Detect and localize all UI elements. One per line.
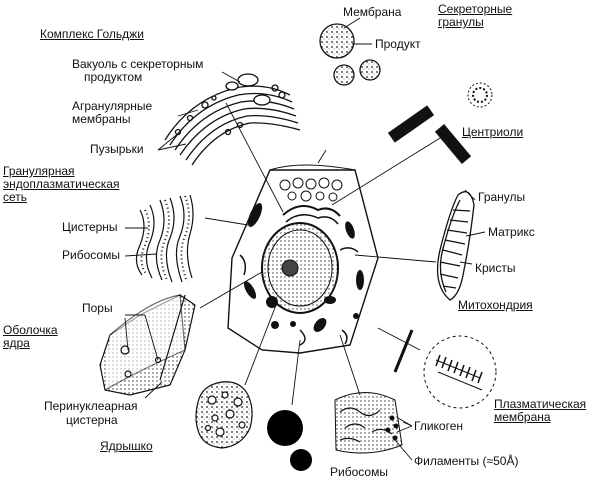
- label-filaments: Филаменты (≈50Å): [414, 454, 519, 468]
- heading-er-2: эндоплазматическая: [3, 177, 120, 191]
- label-ribosomes: Рибосомы: [330, 465, 388, 479]
- label-pores: Поры: [82, 301, 113, 315]
- label-glycogen: Гликоген: [414, 419, 464, 433]
- heading-mitochondria: Митохондрия: [458, 298, 533, 312]
- label-membrane: Мембрана: [343, 5, 402, 19]
- plasma-membrane-illustration: [393, 329, 497, 409]
- heading-nuclear-envelope-2: ядра: [3, 336, 30, 350]
- label-perinuclear-1: Перинуклеарная: [44, 399, 138, 413]
- heading-centrioles: Центриоли: [462, 125, 524, 139]
- heading-er-1: Гранулярная: [3, 164, 75, 178]
- label-product: Продукт: [375, 37, 421, 51]
- er-illustration: [135, 194, 194, 283]
- label-agranular-1: Агранулярные: [72, 99, 153, 113]
- large-ribosomes: [267, 410, 312, 471]
- label-ribosomes-er: Рибосомы: [62, 248, 120, 262]
- label-vacuole-2: продуктом: [84, 70, 143, 84]
- label-cisterns: Цистерны: [62, 220, 118, 234]
- cell-granules: [279, 177, 343, 202]
- label-matrix: Матрикс: [488, 225, 535, 239]
- heading-secretory-1: Секреторные: [438, 2, 513, 16]
- heading-plasma-membrane-1: Плазматическая: [494, 397, 587, 411]
- label-agranular-2: мембраны: [72, 112, 131, 126]
- heading-nuclear-envelope-1: Оболочка: [3, 323, 58, 337]
- label-vacuole-1: Вакуоль с секреторным: [72, 57, 204, 71]
- label-perinuclear-2: цистерна: [66, 413, 118, 427]
- heading-plasma-membrane-2: мембрана: [494, 410, 551, 424]
- glycogen-illustration: [334, 392, 403, 454]
- label-granules: Гранулы: [478, 190, 526, 204]
- cell-organelles: [243, 203, 364, 332]
- nucleolus-illustration: [195, 381, 253, 449]
- nuclear-envelope-illustration: [99, 294, 196, 396]
- golgi-illustration: [164, 73, 301, 166]
- centrioles-illustration: [387, 82, 493, 164]
- cell-nucleus: [261, 222, 339, 314]
- heading-nucleolus: Ядрышко: [100, 439, 153, 453]
- leader-lines: [124, 17, 486, 461]
- secretory-granules-illustration: [319, 23, 381, 86]
- heading-secretory-2: гранулы: [438, 15, 484, 29]
- label-vesicles: Пузырьки: [90, 142, 144, 156]
- mitochondrion-illustration: [436, 191, 475, 301]
- heading-er-3: сеть: [3, 190, 28, 204]
- label-cristae: Кристы: [475, 261, 516, 275]
- central-cell: [227, 164, 379, 354]
- heading-golgi: Комплекс Гольджи: [40, 27, 144, 41]
